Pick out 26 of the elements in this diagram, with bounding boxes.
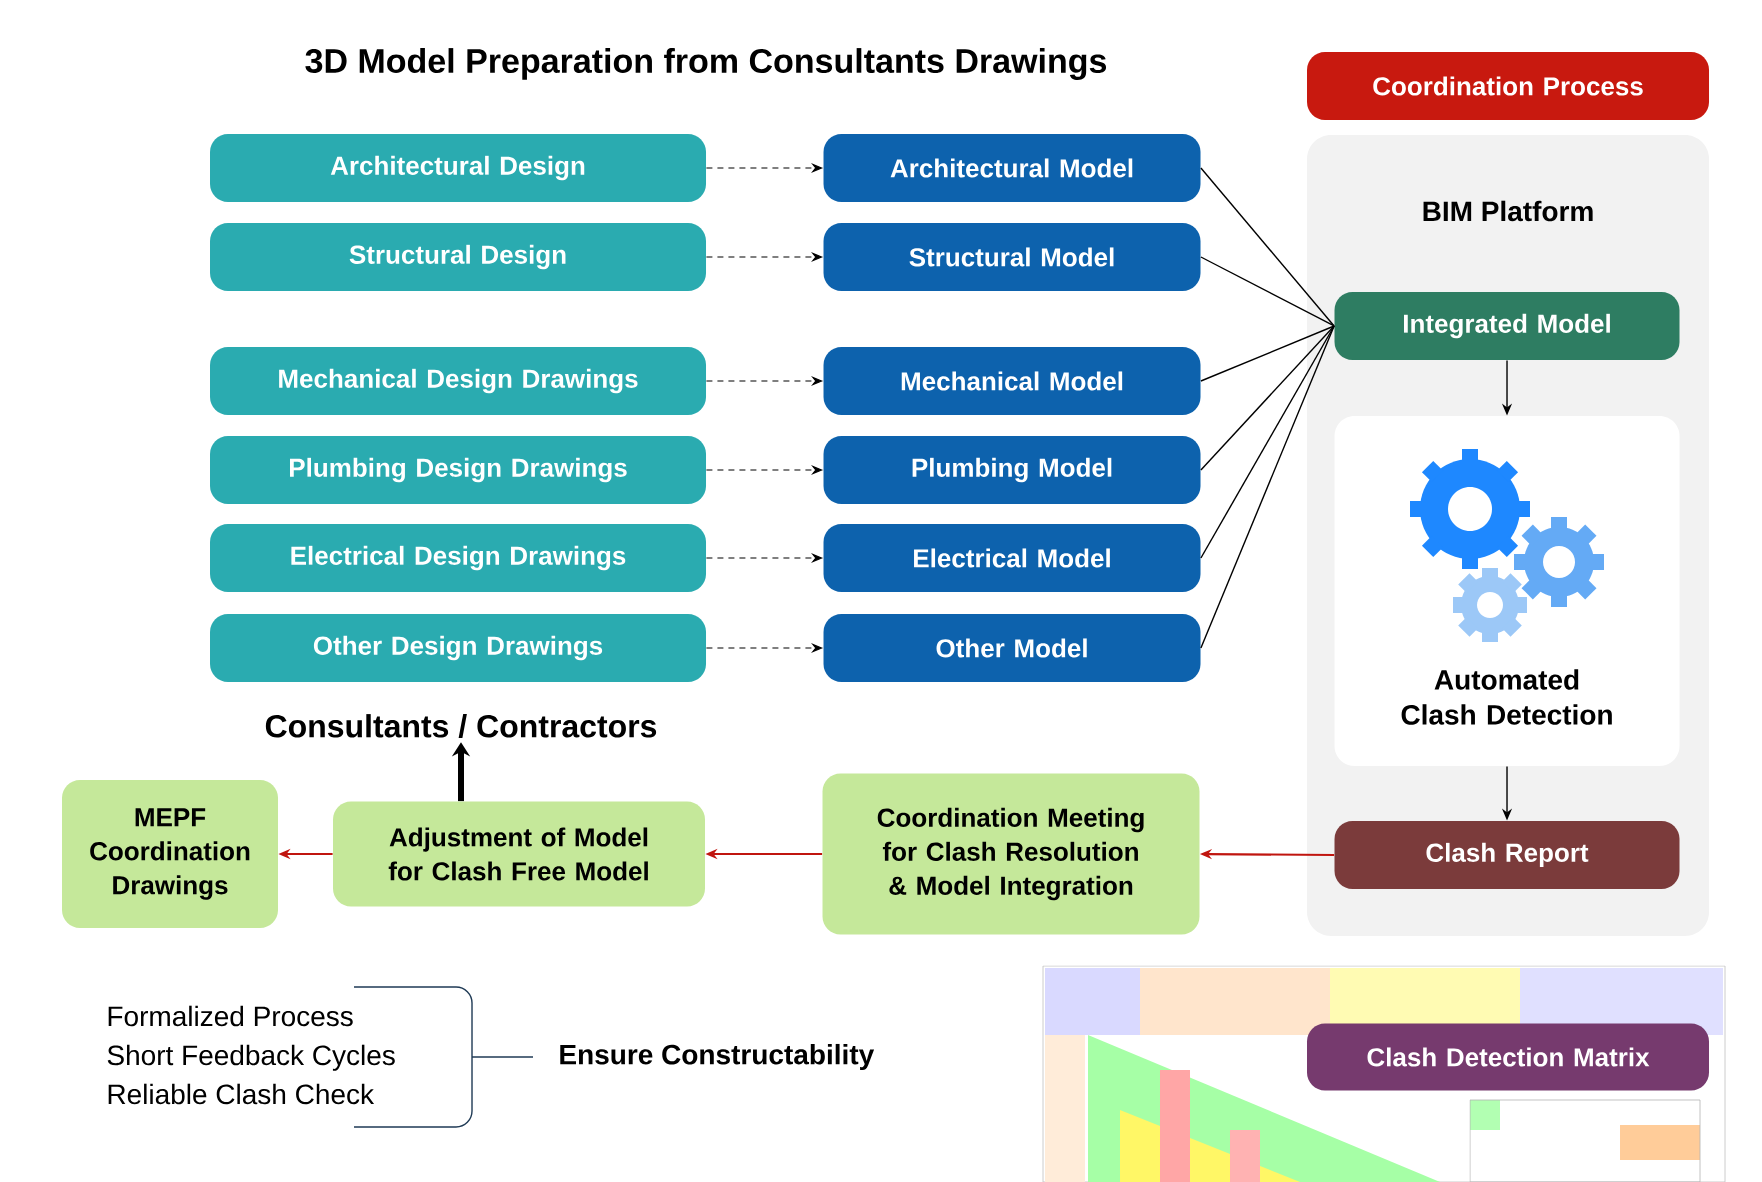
model-box: Structural Model [823, 223, 1201, 291]
list-item: Formalized Process [108, 1005, 353, 1027]
design-box: Architectural Design [210, 134, 706, 202]
process-box: Coordination Meeting for Clash Resolution & Model Integration [822, 773, 1200, 935]
process-box: MEPF Coordination Drawings [62, 780, 278, 928]
design-box: Plumbing Design Drawings [210, 436, 706, 504]
title: 3D Model Preparation from Consultants Drawings [305, 48, 1107, 80]
model-box: Mechanical Model [823, 347, 1201, 415]
model-box: Plumbing Model [823, 436, 1201, 504]
process-box: Clash Report [1334, 821, 1680, 889]
panel-heading: BIM Platform [1423, 200, 1593, 222]
process-box: Adjustment of Model for Clash Free Model [333, 801, 705, 907]
heading-box: Coordination Process [1307, 52, 1709, 120]
design-box: Mechanical Design Drawings [210, 347, 706, 415]
list-item: Reliable Clash Check [108, 1083, 375, 1105]
design-box: Other Design Drawings [210, 614, 706, 682]
process-box: Integrated Model [1334, 292, 1680, 360]
design-box: Electrical Design Drawings [210, 524, 706, 592]
design-box: Structural Design [210, 223, 706, 291]
heading-text: Consultants / Contractors [265, 714, 657, 738]
list-item: Short Feedback Cycles [107, 1044, 395, 1071]
model-box: Electrical Model [823, 524, 1201, 592]
model-box: Architectural Model [823, 134, 1201, 202]
conclusion-text: Ensure Constructability [560, 1043, 875, 1071]
heading-box: Clash Detection Matrix [1307, 1023, 1709, 1091]
model-box: Other Model [823, 614, 1201, 682]
